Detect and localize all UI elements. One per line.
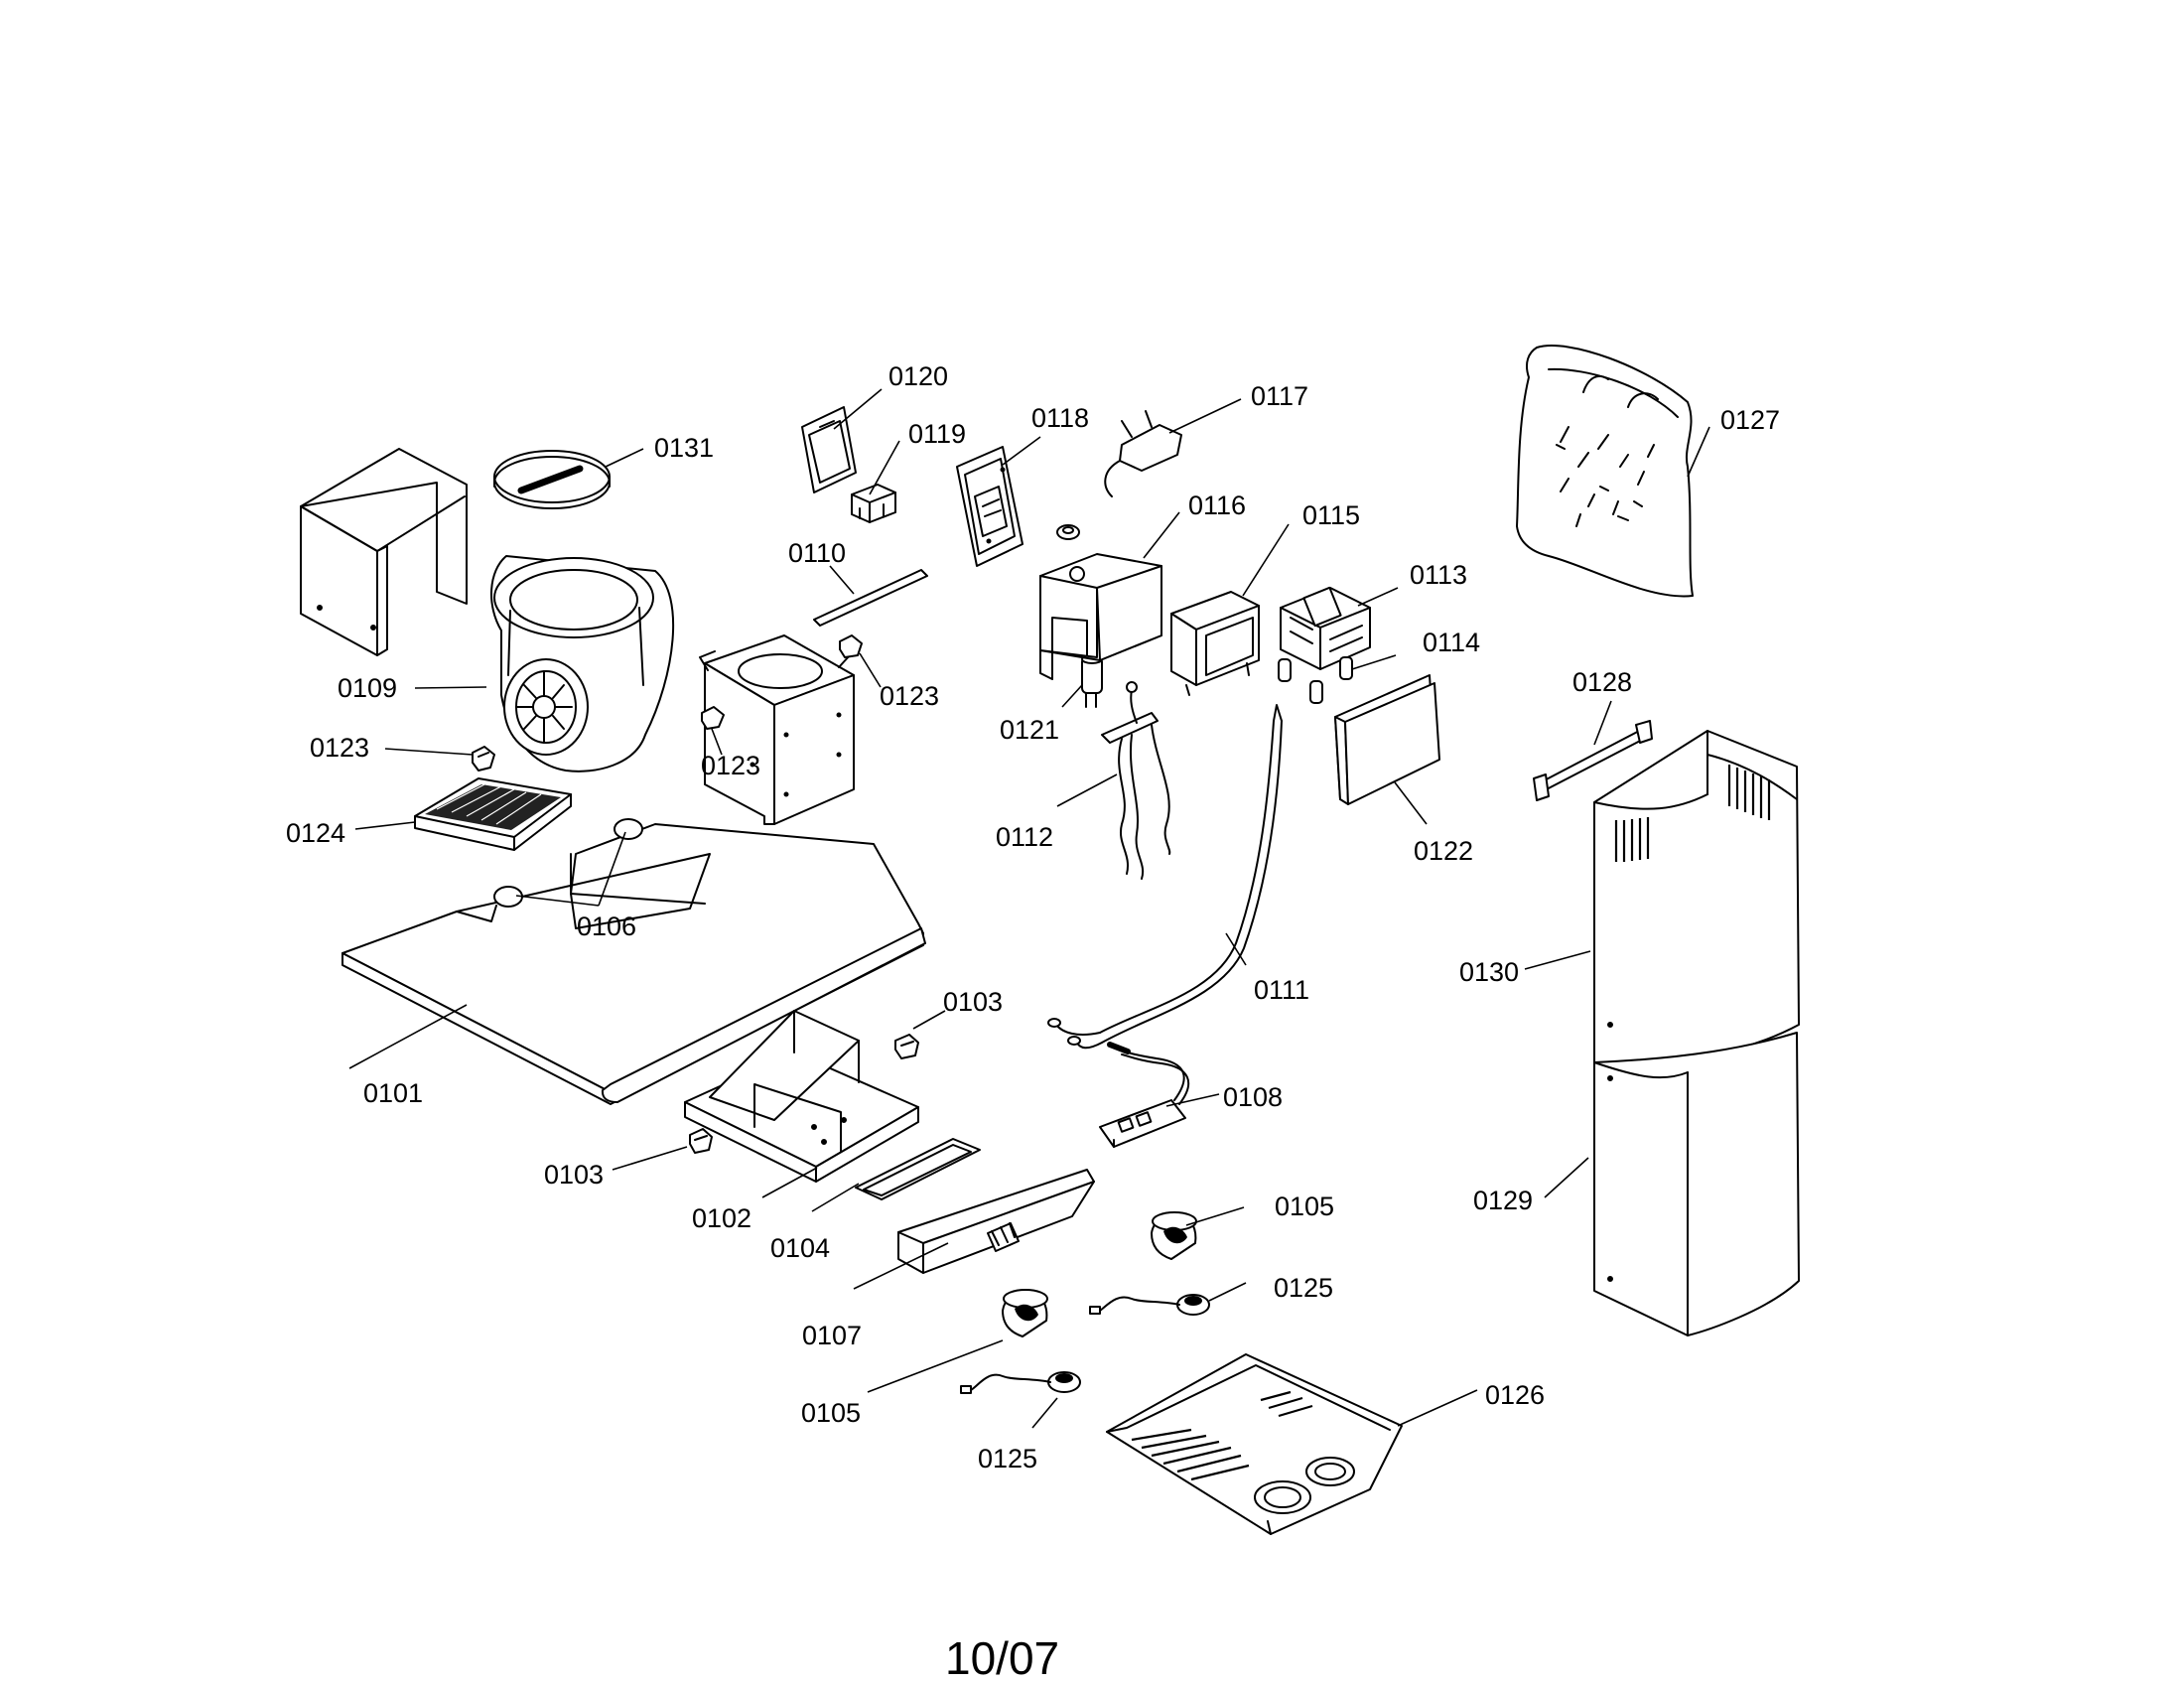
label-0109: 0109 (338, 673, 397, 703)
label-0117: 0117 (1251, 381, 1308, 411)
part-0111-power-cable (1047, 704, 1283, 1050)
label-0102: 0102 (692, 1203, 751, 1233)
label-0129: 0129 (1473, 1186, 1533, 1215)
revision-date: 10/07 (945, 1632, 1059, 1684)
part-u-bracket (300, 448, 468, 656)
label-0125: 0125 (1274, 1273, 1333, 1303)
label-0107: 0107 (802, 1321, 862, 1350)
part-0126-light-tray (1106, 1353, 1403, 1535)
part-0114-spacers (1278, 656, 1353, 704)
label-0124: 0124 (286, 818, 345, 848)
label-0104: 0104 (770, 1233, 830, 1263)
part-0121-capacitor (1081, 646, 1103, 708)
part-0122-filter-pad (1334, 674, 1440, 805)
label-0128: 0128 (1572, 667, 1632, 697)
label-0119: 0119 (908, 419, 966, 449)
part-0105-lamp-holder-a (1151, 1211, 1197, 1260)
part-0123-clip-b (701, 706, 725, 730)
label-0126: 0126 (1485, 1380, 1545, 1410)
part-0124-grease-grid (414, 777, 572, 851)
part-0103-clip-b (689, 1128, 713, 1154)
label-0110: 0110 (788, 538, 846, 568)
label-0103: 0103 (544, 1160, 604, 1190)
part-0125-lamp-a (1089, 1294, 1210, 1316)
part-0108-switch-module (1099, 1042, 1190, 1148)
part-0125-lamp-b (960, 1371, 1081, 1394)
label-0105: 0105 (1275, 1192, 1334, 1221)
part-0130-upper-chimney (1593, 730, 1800, 1068)
label-0108: 0108 (1223, 1082, 1283, 1112)
leader-lines (348, 388, 1710, 1429)
part-0112-wiring-harness (1101, 681, 1171, 880)
part-0123-clip-c (839, 634, 863, 658)
part-0120-bracket-plate (801, 406, 857, 493)
part-0129-lower-chimney (1593, 1032, 1800, 1336)
part-0116-cover-box (1039, 524, 1162, 680)
label-0123: 0123 (880, 681, 939, 711)
label-0131: 0131 (654, 433, 714, 463)
part-labels: 0101 0102 0103 0103 0104 0105 0105 0106 … (286, 361, 1780, 1684)
label-0123: 0123 (310, 733, 369, 763)
label-0115: 0115 (1302, 500, 1360, 530)
part-0113-transformer (1280, 586, 1371, 670)
part-0101-hood-body (341, 818, 926, 1105)
part-motor-mount-box (699, 634, 855, 825)
part-0119-switch (851, 484, 896, 523)
label-0111: 0111 (1254, 975, 1309, 1005)
label-0116: 0116 (1188, 491, 1246, 520)
part-0107-control-panel (897, 1169, 1095, 1274)
label-0121: 0121 (1000, 715, 1059, 745)
label-0127: 0127 (1720, 405, 1780, 435)
part-0110-strip (813, 569, 928, 627)
label-0122: 0122 (1414, 836, 1473, 866)
part-0123-clip-a (472, 746, 495, 772)
part-0127-hardware-bag (1516, 345, 1694, 598)
part-0109-blower-housing (490, 555, 675, 772)
label-0114: 0114 (1423, 628, 1480, 657)
label-0125: 0125 (978, 1444, 1037, 1474)
part-0103-clip-a (894, 1034, 919, 1059)
part-0128-mounting-bracket (1533, 720, 1653, 801)
label-0101: 0101 (363, 1078, 423, 1108)
part-0118-switch-plate (956, 446, 1024, 567)
label-0103: 0103 (943, 987, 1003, 1017)
label-0123: 0123 (701, 751, 760, 780)
part-0102-chassis-frame (684, 1010, 919, 1183)
label-0120: 0120 (888, 361, 948, 391)
part-0105-lamp-holder-b (1002, 1289, 1048, 1337)
label-0113: 0113 (1410, 560, 1467, 590)
label-0112: 0112 (996, 822, 1053, 852)
part-0117-power-plug (1104, 410, 1182, 497)
part-0104-strip (855, 1138, 981, 1200)
label-0106: 0106 (577, 912, 636, 941)
part-0115-control-box (1170, 591, 1260, 696)
part-0131-collar-ring (493, 450, 611, 509)
label-0118: 0118 (1031, 403, 1089, 433)
label-0105: 0105 (801, 1398, 861, 1428)
label-0130: 0130 (1459, 957, 1519, 987)
